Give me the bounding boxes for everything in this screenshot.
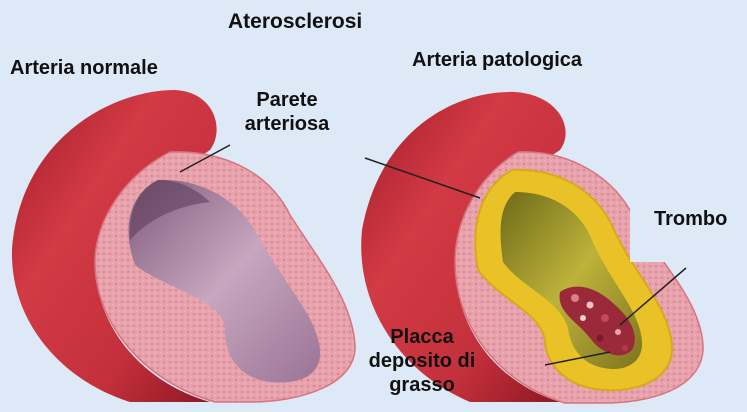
thrombus-cell — [597, 335, 604, 342]
thrombus-cell — [601, 314, 609, 322]
label-plaque: Placca deposito di grasso — [352, 325, 492, 397]
label-thrombus: Trombo — [654, 207, 727, 231]
label-pathological-artery: Arteria patologica — [412, 48, 582, 72]
label-arterial-wall: Parete arteriosa — [224, 88, 350, 136]
thrombus-cell — [580, 315, 586, 321]
normal-artery — [12, 90, 355, 402]
thrombus-cell — [615, 329, 621, 335]
diagram-title: Aterosclerosi — [228, 10, 362, 34]
thrombus-cell — [587, 302, 594, 309]
label-normal-artery: Arteria normale — [10, 56, 158, 80]
thrombus-cell — [571, 294, 579, 302]
thrombus-cell — [622, 345, 628, 351]
